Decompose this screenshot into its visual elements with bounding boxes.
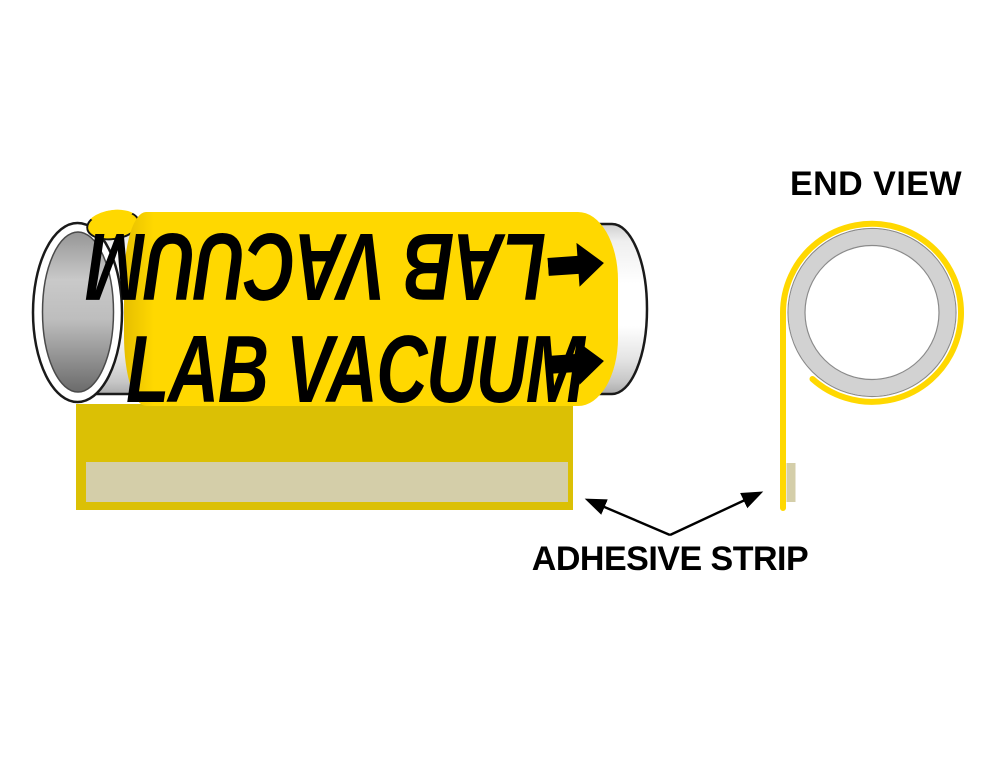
label-text-upside-down: LAB VACUUM: [88, 213, 546, 320]
leader-line-left: [584, 498, 671, 537]
end-view-diagram: [780, 220, 964, 511]
label-text-row: LAB VACUUM: [126, 316, 585, 423]
end-view-title: END VIEW: [789, 165, 963, 203]
adhesive-strip: [86, 462, 568, 502]
leader-line-right: [669, 491, 764, 537]
adhesive-strip-end-view: [786, 463, 796, 502]
pipe-cross-section-inner-outline: [804, 244, 940, 381]
pipe-bore: [41, 231, 115, 393]
flow-arrow-icon: [547, 340, 604, 385]
double-leader-arrows-icon: [584, 491, 764, 537]
pipe-marker-label: LAB VACUUM LAB VACUUM: [88, 212, 618, 418]
pipe-cross-section: [788, 229, 956, 396]
adhesive-strip-label: ADHESIVE STRIP: [531, 540, 809, 578]
marker-backing-strip: [76, 404, 573, 510]
pipe-cross-section-outline: [787, 227, 957, 398]
label-text-reversed: LAB VACUUM: [88, 213, 546, 320]
rolled-marker-coil-icon: [780, 220, 964, 511]
label-text: LAB VACUUM: [126, 316, 585, 423]
flow-arrow-icon: [547, 242, 604, 287]
